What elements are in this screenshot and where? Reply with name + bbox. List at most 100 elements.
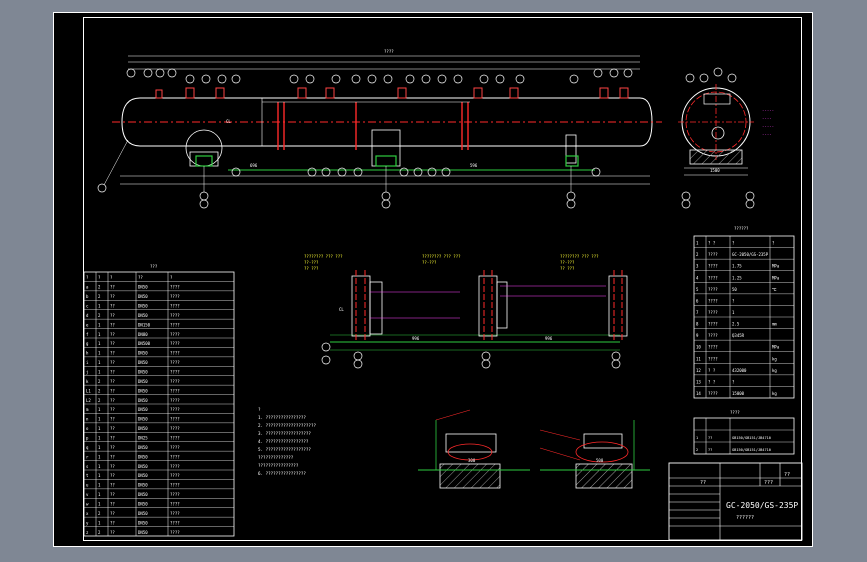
base-dim-b: 500 — [596, 458, 604, 463]
nozzle-cell: m — [86, 407, 89, 412]
svg-text:??-???: ??-??? — [422, 260, 437, 265]
nozzle-cell: 2 — [98, 398, 101, 403]
nozzle-cell: ???? — [170, 530, 180, 535]
svg-text:???????? ??? ???: ???????? ??? ??? — [560, 254, 599, 259]
nozzle-cell: 1 — [98, 370, 101, 375]
standard-cell: 2 — [696, 448, 698, 452]
spec-cell: 1.25 — [732, 275, 742, 280]
nozzle-cell: ?? — [110, 417, 115, 422]
nozzle-cell: 1 — [98, 445, 101, 450]
svg-text:----: ---- — [762, 116, 772, 121]
drawing-border — [83, 17, 802, 541]
nozzle-cell: ?? — [110, 398, 115, 403]
title-cell-2: ??? — [764, 480, 773, 486]
spec-cell: MPa — [772, 264, 780, 269]
spec-cell: ? ? — [708, 368, 716, 373]
nozzle-cell: ?? — [110, 436, 115, 441]
nozzle-cell: j — [86, 370, 88, 375]
nozzle-cell: f — [86, 332, 89, 337]
nozzle-cell: DN50 — [138, 304, 148, 309]
nozzle-header-cell: ? — [98, 275, 101, 280]
spec-cell: ? — [732, 298, 735, 303]
nozzle-cell: h — [86, 351, 89, 356]
nozzle-cell: ???? — [170, 454, 180, 459]
nozzle-cell: e — [86, 322, 89, 327]
spec-cell: 10 — [696, 345, 701, 350]
nozzle-cell: 1 — [98, 426, 101, 431]
nozzle-cell: DN50 — [138, 351, 148, 356]
nozzle-cell: ?? — [110, 511, 115, 516]
nozzle-cell: ???? — [170, 464, 180, 469]
nozzle-cell: 1 — [98, 360, 101, 365]
nozzle-cell: 1 — [98, 351, 101, 356]
note-line: 3. ?????????????????? — [258, 431, 311, 436]
nozzle-cell: ?? — [110, 530, 115, 535]
nozzle-cell: DN50 — [138, 426, 148, 431]
nozzle-cell: ?? — [110, 492, 115, 497]
nozzle-cell: ???? — [170, 473, 180, 478]
spec-cell: 2 — [696, 252, 699, 257]
nozzle-cell: ?? — [110, 454, 115, 459]
spec-cell: MPa — [772, 275, 780, 280]
nozzle-cell: DN50 — [138, 492, 148, 497]
notes-block: ?1. ????????????????2. ?????????????????… — [258, 407, 316, 476]
note-line: ???????????????? — [258, 463, 299, 468]
spec-cell: Q345R — [732, 333, 745, 338]
spec-cell: ???? — [708, 333, 718, 338]
spec-cell: ? — [772, 241, 775, 246]
nozzle-cell: DN50 — [138, 398, 148, 403]
right-table-title: ?????? — [734, 226, 749, 231]
nozzle-cell: ?? — [110, 483, 115, 488]
nozzle-cell: u — [86, 483, 89, 488]
nozzle-cell: g — [86, 341, 89, 346]
svg-text:???????? ??? ???: ???????? ??? ??? — [304, 254, 343, 259]
nozzle-cell: DN50 — [138, 294, 148, 299]
nozzle-cell: 2 — [98, 285, 101, 290]
sec-dim-b: 996 — [545, 336, 553, 341]
nozzle-cell: DN50 — [138, 464, 148, 469]
nozzle-cell: ?? — [110, 388, 115, 393]
nozzle-cell: 1 — [98, 332, 101, 337]
cl-label-main: CL — [226, 119, 231, 124]
nozzle-cell: ?? — [110, 285, 115, 290]
note-line: ?????????????? — [258, 455, 294, 460]
spec-cell: ? ? — [708, 379, 716, 384]
end-width-dim: 1500 — [710, 168, 720, 173]
nozzle-cell: t — [86, 473, 89, 478]
nozzle-cell: w — [86, 502, 89, 507]
svg-text:??-???: ??-??? — [560, 260, 575, 265]
nozzle-cell: ???? — [170, 294, 180, 299]
nozzle-cell: DN50 — [138, 511, 148, 516]
svg-text:----: ---- — [762, 132, 772, 137]
spec-cell: 1 — [732, 310, 735, 315]
nozzle-cell: ?? — [110, 304, 115, 309]
overall-dim: ???? — [384, 49, 394, 54]
nozzle-cell: 1 — [98, 473, 101, 478]
nozzle-cell: ???? — [170, 483, 180, 488]
spec-cell: ? ? — [708, 241, 716, 246]
spec-cell: ???? — [708, 356, 718, 361]
spec-cell: 6 — [696, 298, 699, 303]
cl-label-sec: CL — [339, 307, 344, 312]
sec-dim-a: 996 — [412, 336, 420, 341]
spec-cell: ? — [732, 379, 735, 384]
nozzle-cell: ???? — [170, 379, 180, 384]
nozzle-cell: ???? — [170, 417, 180, 422]
title-block: GC-2050/GS-235P ?????? ?? ??? ?? — [668, 462, 803, 541]
nozzle-cell: ?? — [110, 332, 115, 337]
nozzle-cell: x — [86, 511, 89, 516]
nozzle-cell: 1 — [98, 417, 101, 422]
nozzle-cell: b — [86, 294, 89, 299]
nozzle-cell: s — [86, 464, 89, 469]
spec-cell: 9 — [696, 333, 699, 338]
note-line: 2. ???????????????????? — [258, 423, 316, 428]
spec-cell: ???? — [708, 310, 718, 315]
nozzle-cell: DN150 — [138, 322, 151, 327]
nozzle-cell: DN80 — [138, 332, 148, 337]
right-table2-title: ???? — [730, 410, 740, 415]
nozzle-cell: ???? — [170, 285, 180, 290]
nozzle-cell: ?? — [110, 426, 115, 431]
nozzle-cell: i — [86, 360, 89, 365]
nozzle-cell: ???? — [170, 502, 180, 507]
